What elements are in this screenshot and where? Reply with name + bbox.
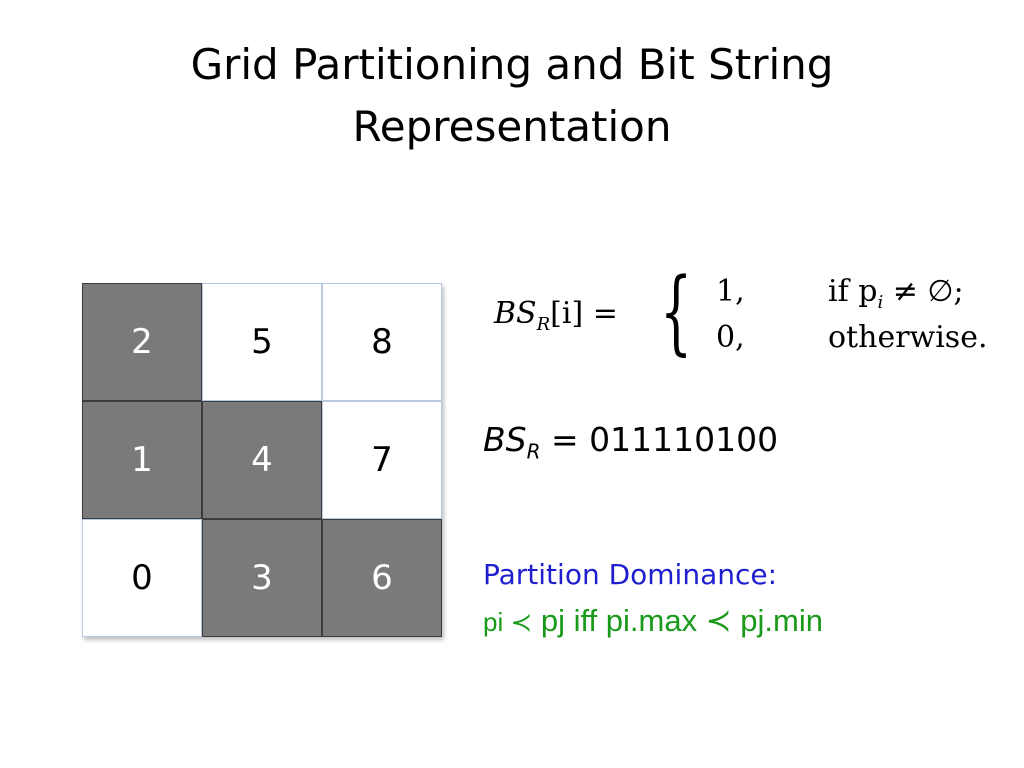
formula-case1-condition-text: if p — [828, 274, 878, 309]
grid-cell-0: 0 — [82, 519, 202, 637]
formula-lhs-base: BS — [494, 296, 537, 331]
bit-string-equals: = — [540, 420, 590, 459]
grid-cell-5: 5 — [202, 283, 322, 401]
formula-lhs: BSR[i] = — [494, 296, 618, 335]
grid-cell-6: 6 — [322, 519, 442, 637]
grid-cell-4: 4 — [202, 401, 322, 519]
formula-case2-condition: otherwise. — [828, 320, 988, 355]
formula-brace: { — [660, 258, 693, 365]
title-line-1: Grid Partitioning and Bit String — [190, 40, 834, 89]
grid-cell-2: 2 — [82, 283, 202, 401]
formula-case1-value: 1, — [716, 274, 745, 309]
partition-dominance-heading: Partition Dominance: — [483, 558, 778, 591]
partition-dominance-rule: pi ≺ pj iff pi.max ≺ pj.min — [483, 603, 823, 639]
grid-cell-3: 3 — [202, 519, 322, 637]
slide-title: Grid Partitioning and Bit String Represe… — [0, 34, 1024, 158]
formula-case1-condition-sub: i — [877, 292, 884, 313]
title-line-2: Representation — [352, 102, 672, 151]
partition-dominance-rule-rest: pj iff pi.max ≺ pj.min — [532, 603, 823, 638]
grid-cell-8: 8 — [322, 283, 442, 401]
formula-lhs-sub: R — [536, 314, 551, 335]
bit-string-digits: 011110100 — [589, 420, 779, 459]
partition-dominance-rule-start: pi ≺ — [483, 607, 533, 637]
formula-case1-condition: if pi ≠ ∅; — [828, 274, 964, 313]
grid-cell-1: 1 — [82, 401, 202, 519]
bit-string-definition: BSR[i] = { 1, 0, if pi ≠ ∅; otherwise. — [490, 262, 1010, 368]
formula-lhs-rest: [i] = — [550, 296, 618, 331]
formula-case2-value: 0, — [716, 320, 745, 355]
bit-string-label: BS — [483, 420, 527, 459]
bit-string-value: BSR = 011110100 — [483, 420, 778, 464]
formula-case1-condition-rest: ≠ ∅; — [883, 274, 964, 309]
grid-cell-7: 7 — [322, 401, 442, 519]
bit-string-label-sub: R — [526, 439, 541, 464]
